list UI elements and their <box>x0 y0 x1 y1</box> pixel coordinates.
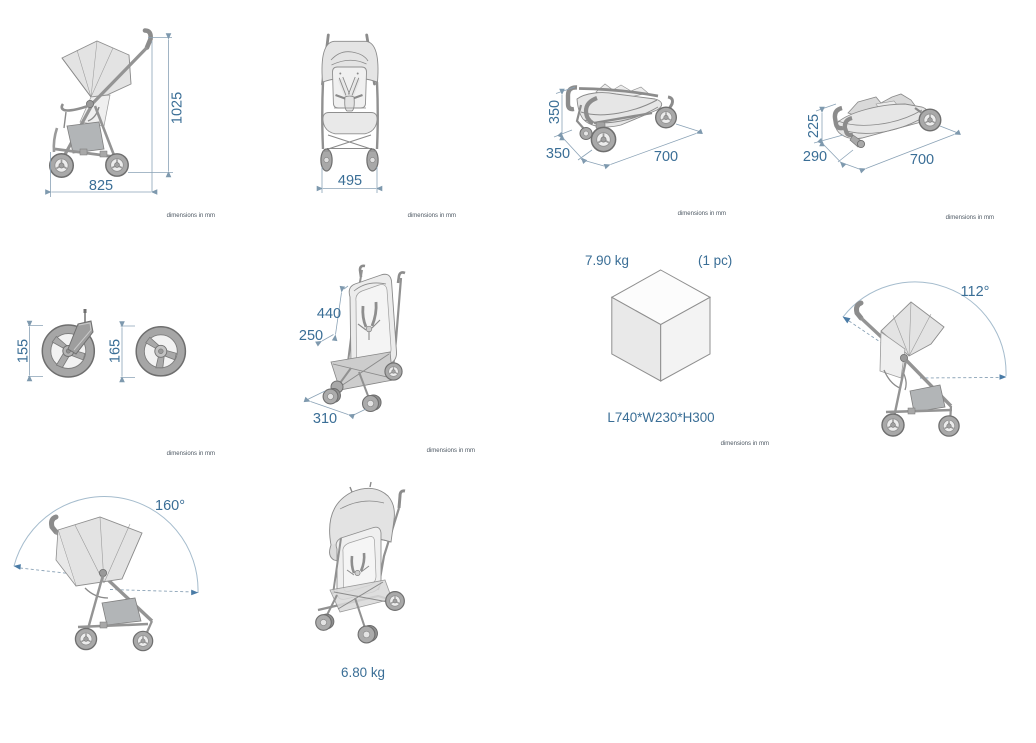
svg-text:dimensions in mm: dimensions in mm <box>167 451 215 457</box>
svg-text:(1 pc): (1 pc) <box>698 253 732 268</box>
svg-text:dimensions in mm: dimensions in mm <box>721 441 769 447</box>
svg-text:225: 225 <box>806 114 822 138</box>
svg-text:dimensions in mm: dimensions in mm <box>408 213 456 219</box>
svg-text:495: 495 <box>338 173 362 189</box>
svg-text:350: 350 <box>547 100 563 124</box>
svg-text:dimensions in mm: dimensions in mm <box>167 213 215 219</box>
svg-text:700: 700 <box>654 149 678 165</box>
svg-text:350: 350 <box>546 146 570 162</box>
svg-text:250: 250 <box>299 328 323 344</box>
svg-text:165: 165 <box>108 339 124 363</box>
svg-text:700: 700 <box>910 152 934 168</box>
svg-text:160°: 160° <box>155 498 185 514</box>
svg-text:290: 290 <box>803 149 827 165</box>
svg-text:1025: 1025 <box>170 92 186 124</box>
svg-text:7.90 kg: 7.90 kg <box>585 253 629 268</box>
svg-text:155: 155 <box>16 339 32 363</box>
svg-text:825: 825 <box>89 178 113 194</box>
svg-text:dimensions in mm: dimensions in mm <box>427 448 475 454</box>
svg-text:L740*W230*H300: L740*W230*H300 <box>607 410 714 425</box>
svg-text:310: 310 <box>313 411 337 427</box>
svg-text:440: 440 <box>317 306 341 322</box>
svg-text:dimensions in mm: dimensions in mm <box>678 211 726 217</box>
svg-text:dimensions in mm: dimensions in mm <box>946 215 994 221</box>
svg-text:112°: 112° <box>961 284 990 300</box>
svg-text:6.80 kg: 6.80 kg <box>341 665 385 680</box>
